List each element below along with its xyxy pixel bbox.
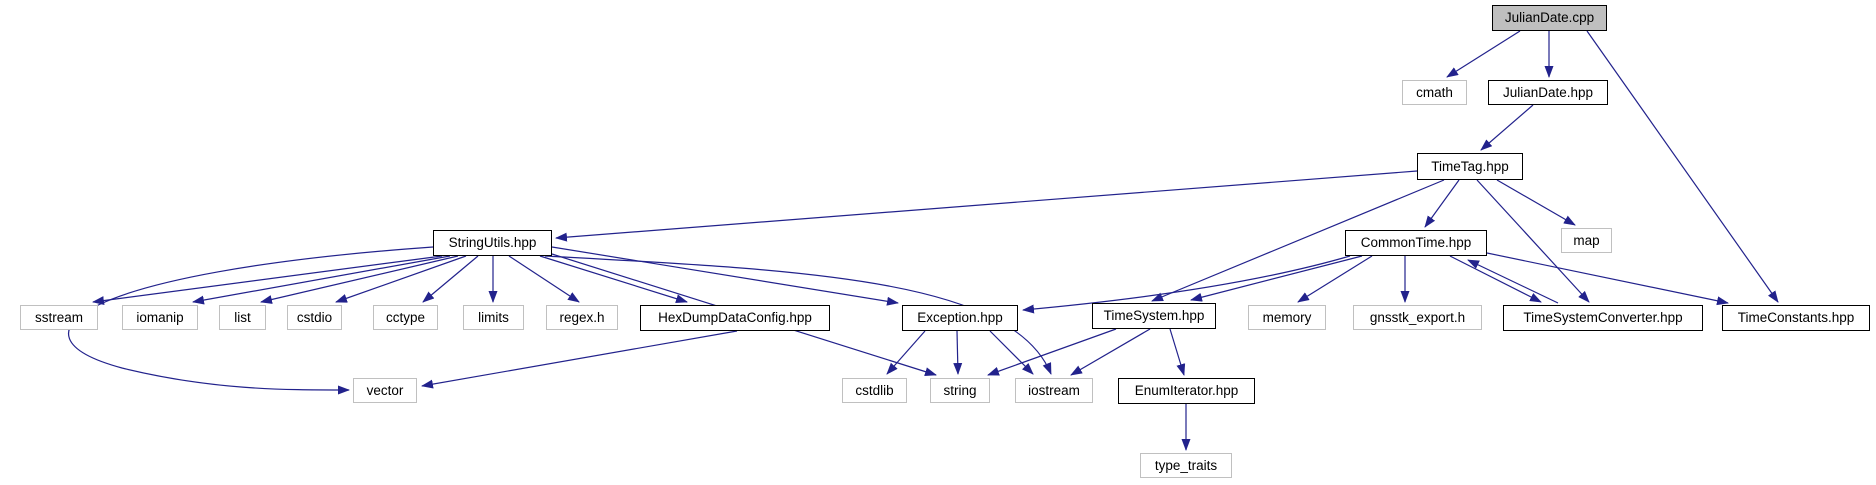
edge-stringutils-hpp-to-hexdumpdataconfig-hpp [539, 255, 688, 304]
edge-exception-hpp-to-iostream [989, 330, 1034, 375]
node-timeconstants-hpp[interactable]: TimeConstants.hpp [1722, 305, 1870, 331]
edge-timetag-hpp-to-timesystem-hpp [1151, 179, 1445, 302]
node-exception-hpp[interactable]: Exception.hpp [902, 305, 1018, 331]
node-timetag-hpp[interactable]: TimeTag.hpp [1417, 153, 1523, 180]
edge-timetag-hpp-to-commontime-hpp [1424, 179, 1460, 228]
node-regex-h: regex.h [546, 305, 618, 330]
node-memory: memory [1248, 305, 1326, 330]
node-gnsstk-export-h: gnsstk_export.h [1353, 305, 1482, 330]
edge-commontime-hpp-to-timesystemconverter-hpp [1449, 255, 1542, 303]
edge-stringutils-hpp-to-list [260, 255, 459, 304]
node-cstdio: cstdio [287, 305, 342, 330]
node-type-traits: type_traits [1140, 453, 1232, 478]
edge-timesystem-hpp-to-iostream [1070, 328, 1151, 376]
node-cctype: cctype [373, 305, 438, 330]
node-limits: limits [463, 305, 524, 330]
edge-stringutils-hpp-to-iostream [544, 255, 1052, 375]
node-iostream: iostream [1015, 378, 1093, 403]
node-string: string [930, 378, 990, 403]
node-timesystemconverter-hpp[interactable]: TimeSystemConverter.hpp [1503, 305, 1703, 331]
node-timesystem-hpp[interactable]: TimeSystem.hpp [1092, 303, 1216, 329]
edge-timetag-hpp-to-timesystemconverter-hpp [1476, 179, 1590, 303]
node-commontime-hpp[interactable]: CommonTime.hpp [1345, 230, 1487, 256]
edge-timesystem-hpp-to-string [987, 328, 1117, 376]
edge-timetag-hpp-to-map [1496, 179, 1576, 226]
edge-commontime-hpp-to-exception-hpp [1022, 255, 1351, 314]
edge-stringutils-hpp-to-cctype [422, 255, 479, 303]
edge-exception-hpp-to-string [953, 330, 963, 375]
edge-stringutils-hpp-to-regex-h [508, 255, 580, 303]
node-hexdumpdataconfig-hpp[interactable]: HexDumpDataConfig.hpp [640, 305, 830, 331]
edge-hexdumpdataconfig-hpp-to-vector [421, 330, 738, 389]
edge-commontime-hpp-to-timesystem-hpp [1190, 255, 1363, 302]
edge-exception-hpp-to-cstdlib [886, 330, 926, 375]
node-stringutils-hpp[interactable]: StringUtils.hpp [433, 230, 552, 256]
node-juliandate-cpp: JulianDate.cpp [1492, 5, 1607, 31]
edge-stringutils-hpp-to-sstream [92, 255, 443, 306]
node-map: map [1561, 228, 1612, 253]
edge-juliandate-cpp-to-timeconstants-hpp [1586, 30, 1779, 303]
edge-timesystemconverter-hpp-to-commontime-hpp [1467, 259, 1559, 304]
node-iomanip: iomanip [122, 305, 198, 330]
node-enumiterator-hpp[interactable]: EnumIterator.hpp [1118, 378, 1255, 404]
edge-timesystem-hpp-to-enumiterator-hpp [1169, 328, 1186, 376]
edge-commontime-hpp-to-timeconstants-hpp [1486, 252, 1729, 306]
edge-stringutils-hpp-to-cstdio [335, 255, 467, 303]
edge-timetag-hpp-to-stringutils-hpp [555, 170, 1418, 242]
edge-juliandate-hpp-to-timetag-hpp [1480, 104, 1534, 151]
node-list: list [219, 305, 266, 330]
node-juliandate-hpp[interactable]: JulianDate.hpp [1488, 80, 1608, 105]
node-cstdlib: cstdlib [842, 378, 907, 403]
node-cmath: cmath [1402, 80, 1467, 105]
node-sstream: sstream [20, 305, 98, 330]
edge-juliandate-cpp-to-cmath [1446, 30, 1521, 78]
node-vector: vector [353, 378, 417, 403]
edge-stringutils-hpp-to-vector [67, 246, 434, 395]
edge-commontime-hpp-to-memory [1297, 255, 1373, 303]
edge-stringutils-hpp-to-iomanip [192, 255, 451, 305]
edge-stringutils-hpp-to-exception-hpp [551, 246, 899, 306]
